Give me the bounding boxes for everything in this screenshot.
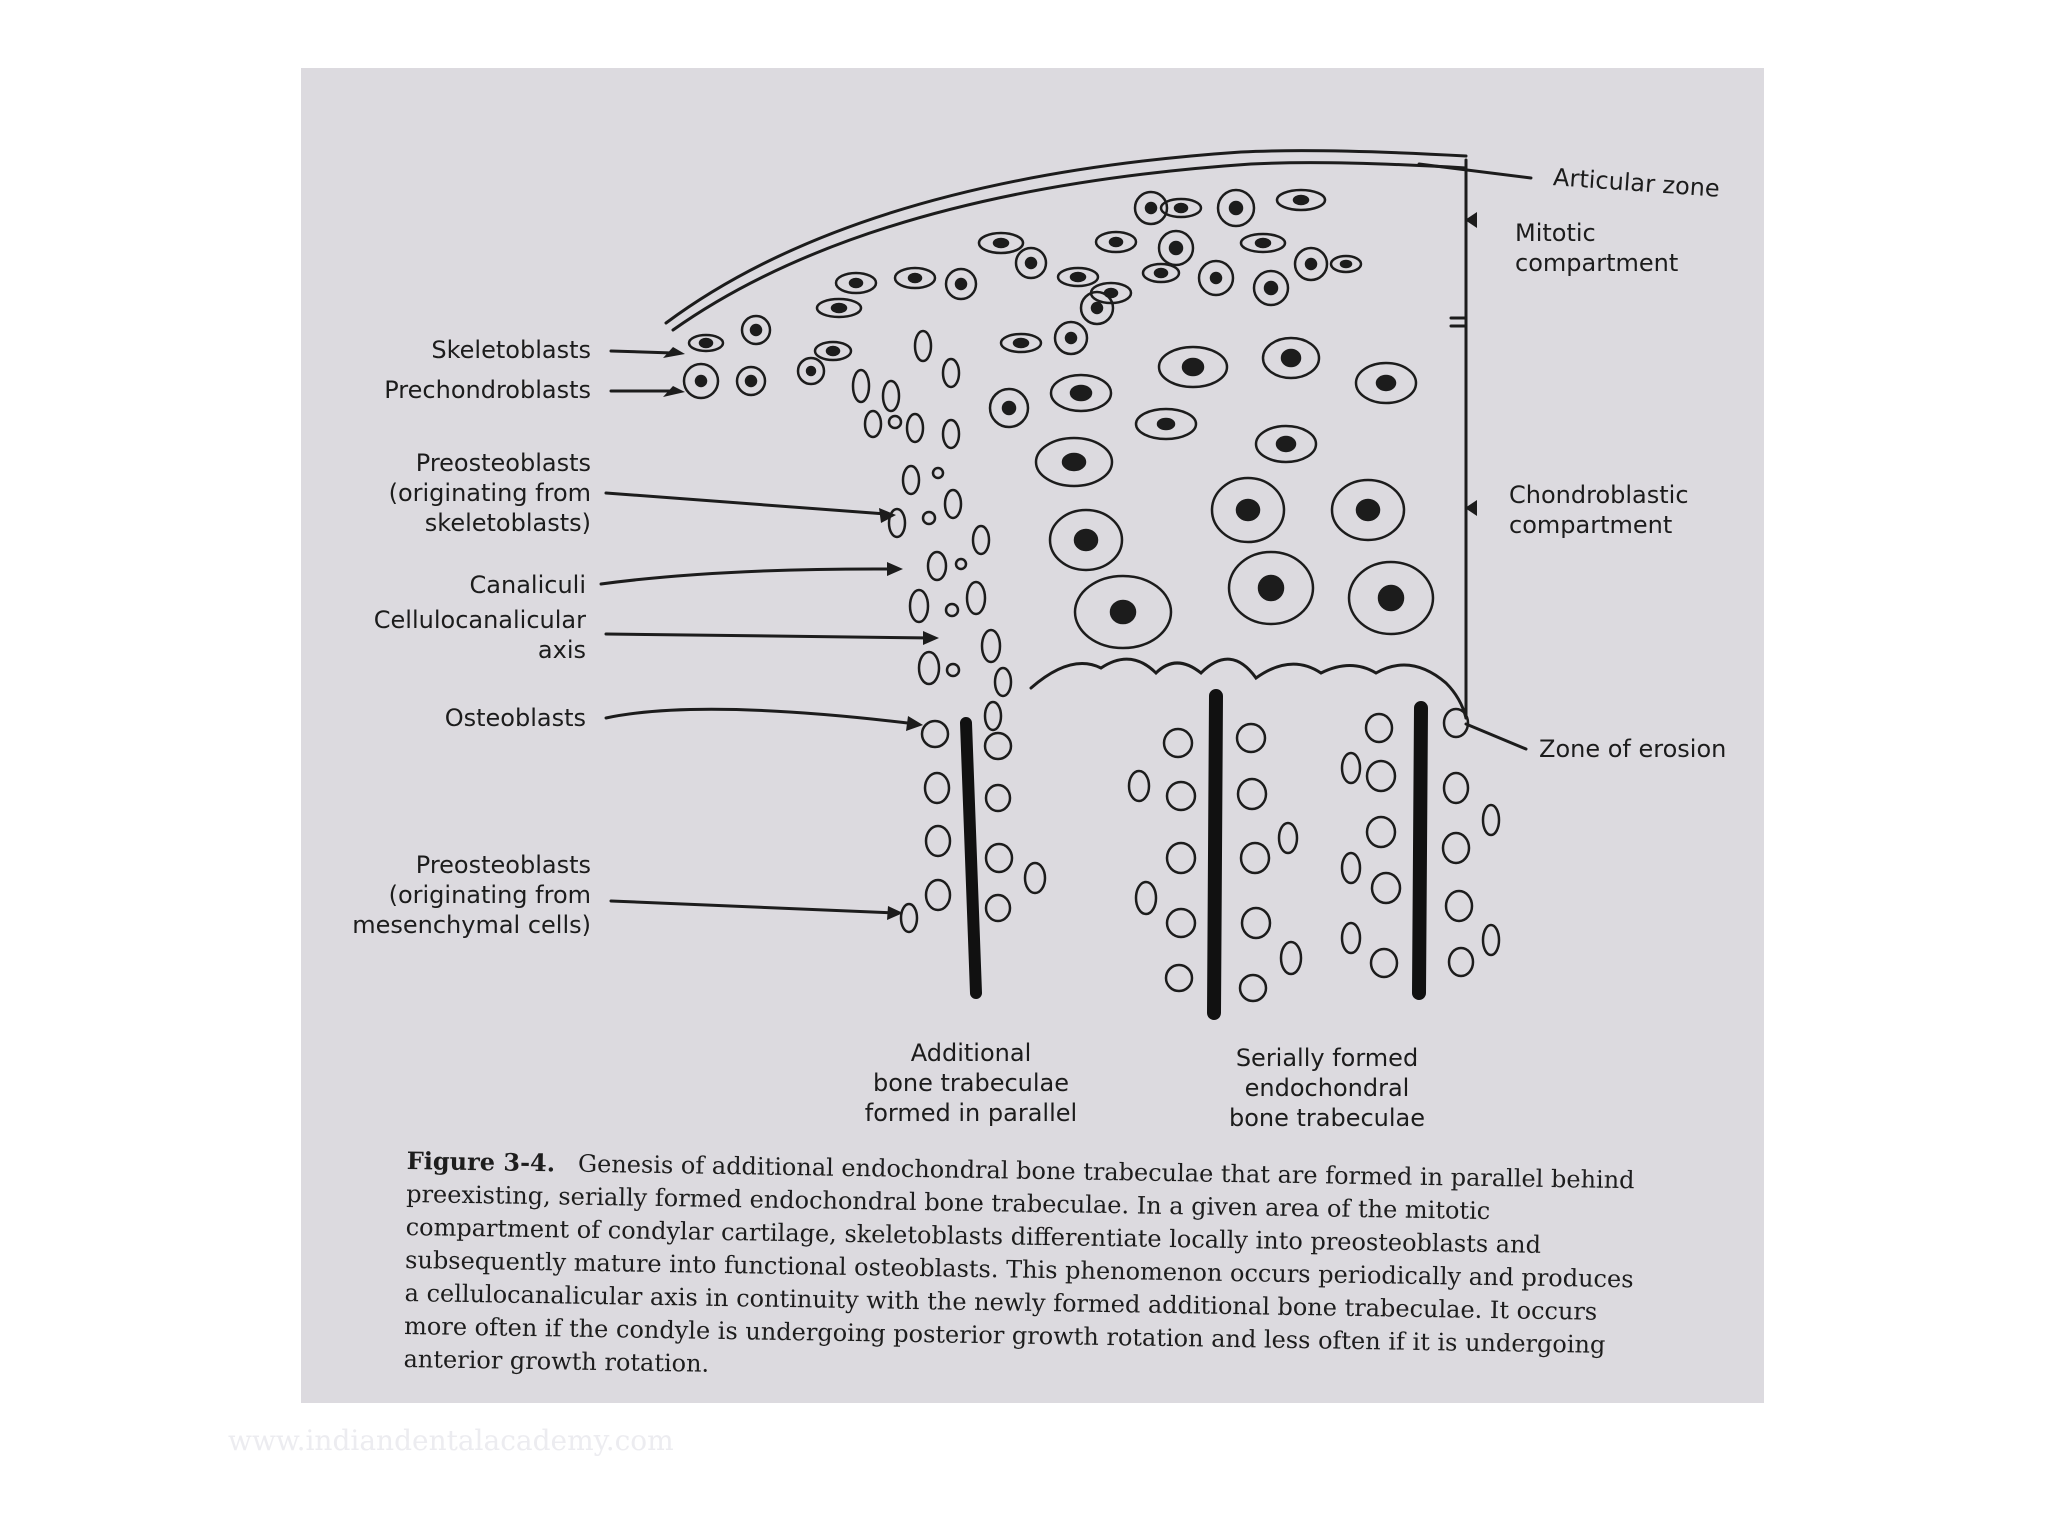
figure-number: Figure 3-4. [406,1145,556,1178]
label-canaliculi: Canaliculi [469,571,586,599]
pointer-osteoblasts [604,707,918,726]
label-preosteoblasts-mesenchymal: Preosteoblasts (originating from mesench… [352,851,591,939]
label-chondroblastic-compartment: Chondroblastic compartment [1509,481,1689,539]
label-preosteoblasts-skeletoblasts: Preosteoblasts (originating from skeleto… [388,449,591,537]
pointer-erosion [1464,722,1528,751]
figure-caption: Figure 3-4. Genesis of additional endoch… [403,1144,1656,1396]
pointer-cellulocanalicular [604,632,935,640]
figure-photo: Skeletoblasts Prechondroblasts Preosteob… [301,68,1764,1403]
articular-surface-line-inner [671,161,1468,332]
pointer-canaliculi [599,567,898,586]
label-cellulocanalicular-axis: Cellulocanalicular axis [373,606,586,664]
pointer-preosteoblasts-mes [609,899,898,915]
articular-surface-line [664,149,1468,325]
trabecula-serial-2 [1412,701,1428,1000]
pointer-skeletoblasts [609,349,675,355]
label-mitotic-compartment: Mitotic compartment [1515,219,1679,277]
label-skeletoblasts: Skeletoblasts [431,336,591,364]
pointer-articular [1417,162,1533,180]
label-additional-trabeculae: Additional bone trabeculae formed in par… [864,1039,1078,1127]
label-serially-formed-trabeculae: Serially formed endochondral bone trabec… [1228,1044,1426,1132]
condyle-diagram [599,149,1533,1020]
label-zone-of-erosion: Zone of erosion [1539,735,1727,763]
label-osteoblasts: Osteoblasts [444,704,586,732]
pointer-preosteoblasts [604,491,888,516]
erosion-front [1029,657,1468,720]
trabecula-additional [960,717,982,999]
watermark: www.indiandentalacademy.com [228,1424,674,1457]
label-prechondroblasts: Prechondroblasts [384,376,591,404]
trabecula-serial-1 [1207,689,1223,1020]
caption-text: Genesis of additional endochondral bone … [403,1149,1635,1378]
